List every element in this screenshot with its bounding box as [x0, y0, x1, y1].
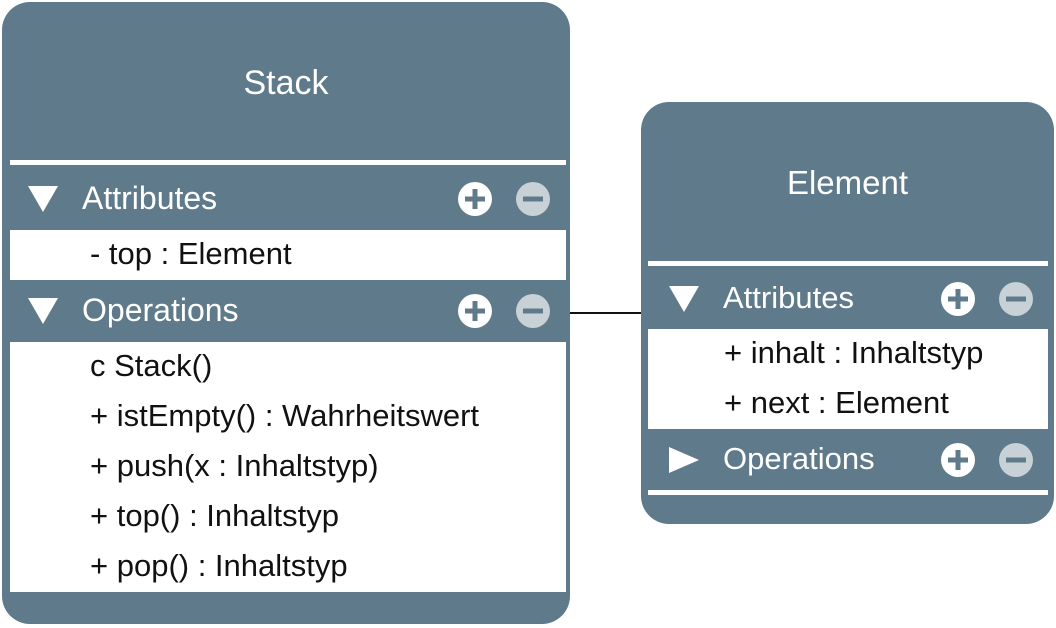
- plus-circle-icon[interactable]: [458, 294, 492, 328]
- triangle-down-icon[interactable]: [28, 298, 58, 324]
- element-class-title: Element: [786, 164, 909, 201]
- attribute-row[interactable]: + inhalt : Inhaltstyp: [724, 335, 984, 370]
- plus-circle-icon[interactable]: [941, 443, 975, 477]
- stack-attributes-header[interactable]: Attributes: [2, 174, 570, 222]
- stack-class-title: Stack: [243, 64, 329, 102]
- attribute-row[interactable]: - top : Element: [90, 236, 292, 271]
- operation-row[interactable]: + top() : Inhaltstyp: [90, 498, 339, 533]
- element-attributes-label: Attributes: [723, 280, 854, 315]
- stack-attributes-list: - top : Element: [10, 230, 566, 280]
- triangle-down-icon[interactable]: [28, 186, 58, 212]
- element-attributes-header[interactable]: Attributes: [641, 274, 1054, 322]
- triangle-down-icon[interactable]: [669, 286, 699, 312]
- triangle-right-icon[interactable]: [669, 447, 699, 473]
- association-line[interactable]: [570, 312, 642, 314]
- title-divider: [10, 160, 566, 165]
- operation-row[interactable]: + pop() : Inhaltstyp: [90, 548, 348, 583]
- stack-operations-label: Operations: [82, 292, 239, 328]
- title-divider: [648, 261, 1048, 266]
- element-class-box[interactable]: Element Attributes + inhalt : Inhaltstyp…: [641, 102, 1054, 524]
- stack-operations-header[interactable]: Operations: [2, 286, 570, 334]
- minus-circle-icon[interactable]: [999, 443, 1033, 477]
- minus-circle-icon[interactable]: [516, 182, 550, 216]
- element-operations-header[interactable]: Operations: [641, 435, 1054, 483]
- operation-row[interactable]: c Stack(): [90, 348, 213, 383]
- plus-circle-icon[interactable]: [941, 282, 975, 316]
- element-operations-label: Operations: [723, 441, 875, 476]
- operations-divider: [648, 490, 1048, 495]
- element-attributes-list: + inhalt : Inhaltstyp + next : Element: [648, 329, 1048, 429]
- minus-circle-icon[interactable]: [516, 294, 550, 328]
- attribute-row[interactable]: + next : Element: [724, 385, 949, 420]
- stack-operations-list: c Stack() + istEmpty() : Wahrheitswert +…: [10, 342, 566, 592]
- plus-circle-icon[interactable]: [458, 182, 492, 216]
- stack-class-box[interactable]: Stack Attributes - top : Element Operati…: [2, 2, 570, 624]
- minus-circle-icon[interactable]: [999, 282, 1033, 316]
- operation-row[interactable]: + push(x : Inhaltstyp): [90, 448, 379, 483]
- operation-row[interactable]: + istEmpty() : Wahrheitswert: [90, 398, 480, 433]
- stack-attributes-label: Attributes: [82, 180, 218, 216]
